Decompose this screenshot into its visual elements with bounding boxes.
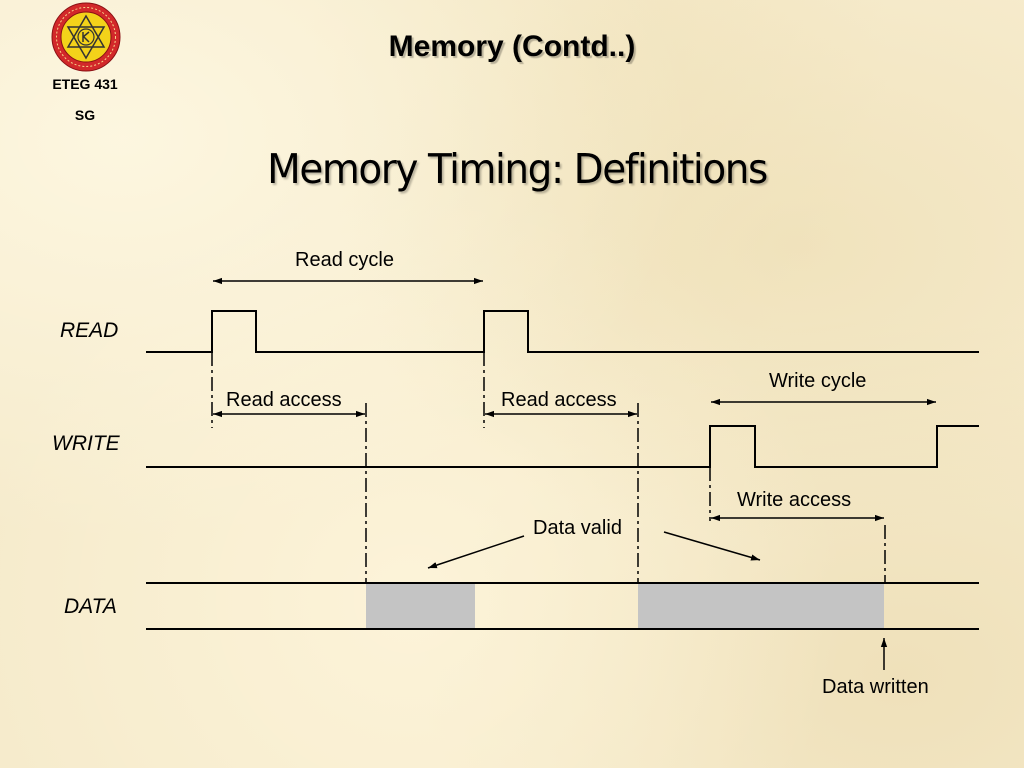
write-waveform xyxy=(146,425,979,468)
label-read-access-2: Read access xyxy=(501,389,617,411)
signal-label-read: READ xyxy=(60,319,118,342)
course-section: SG xyxy=(74,107,96,123)
label-read-cycle: Read cycle xyxy=(295,249,394,271)
label-read-access-1: Read access xyxy=(226,389,342,411)
university-logo xyxy=(51,2,121,72)
header-title: Memory (Contd..) xyxy=(388,30,636,63)
data-valid-pointer-right xyxy=(663,531,761,561)
label-data-written: Data written xyxy=(822,676,929,698)
label-write-access: Write access xyxy=(737,489,851,511)
slide-title: Memory Timing: Definitions xyxy=(267,145,768,193)
signal-label-data: DATA xyxy=(64,595,117,618)
signal-label-write: WRITE xyxy=(52,432,121,455)
data-valid-region-2 xyxy=(638,583,884,629)
course-code: ETEG 431 xyxy=(52,76,118,92)
label-data-valid: Data valid xyxy=(533,517,622,539)
label-write-cycle: Write cycle xyxy=(769,370,866,392)
read-waveform xyxy=(146,310,979,353)
data-valid-pointer-left xyxy=(427,535,525,569)
data-valid-region-1 xyxy=(366,583,475,629)
